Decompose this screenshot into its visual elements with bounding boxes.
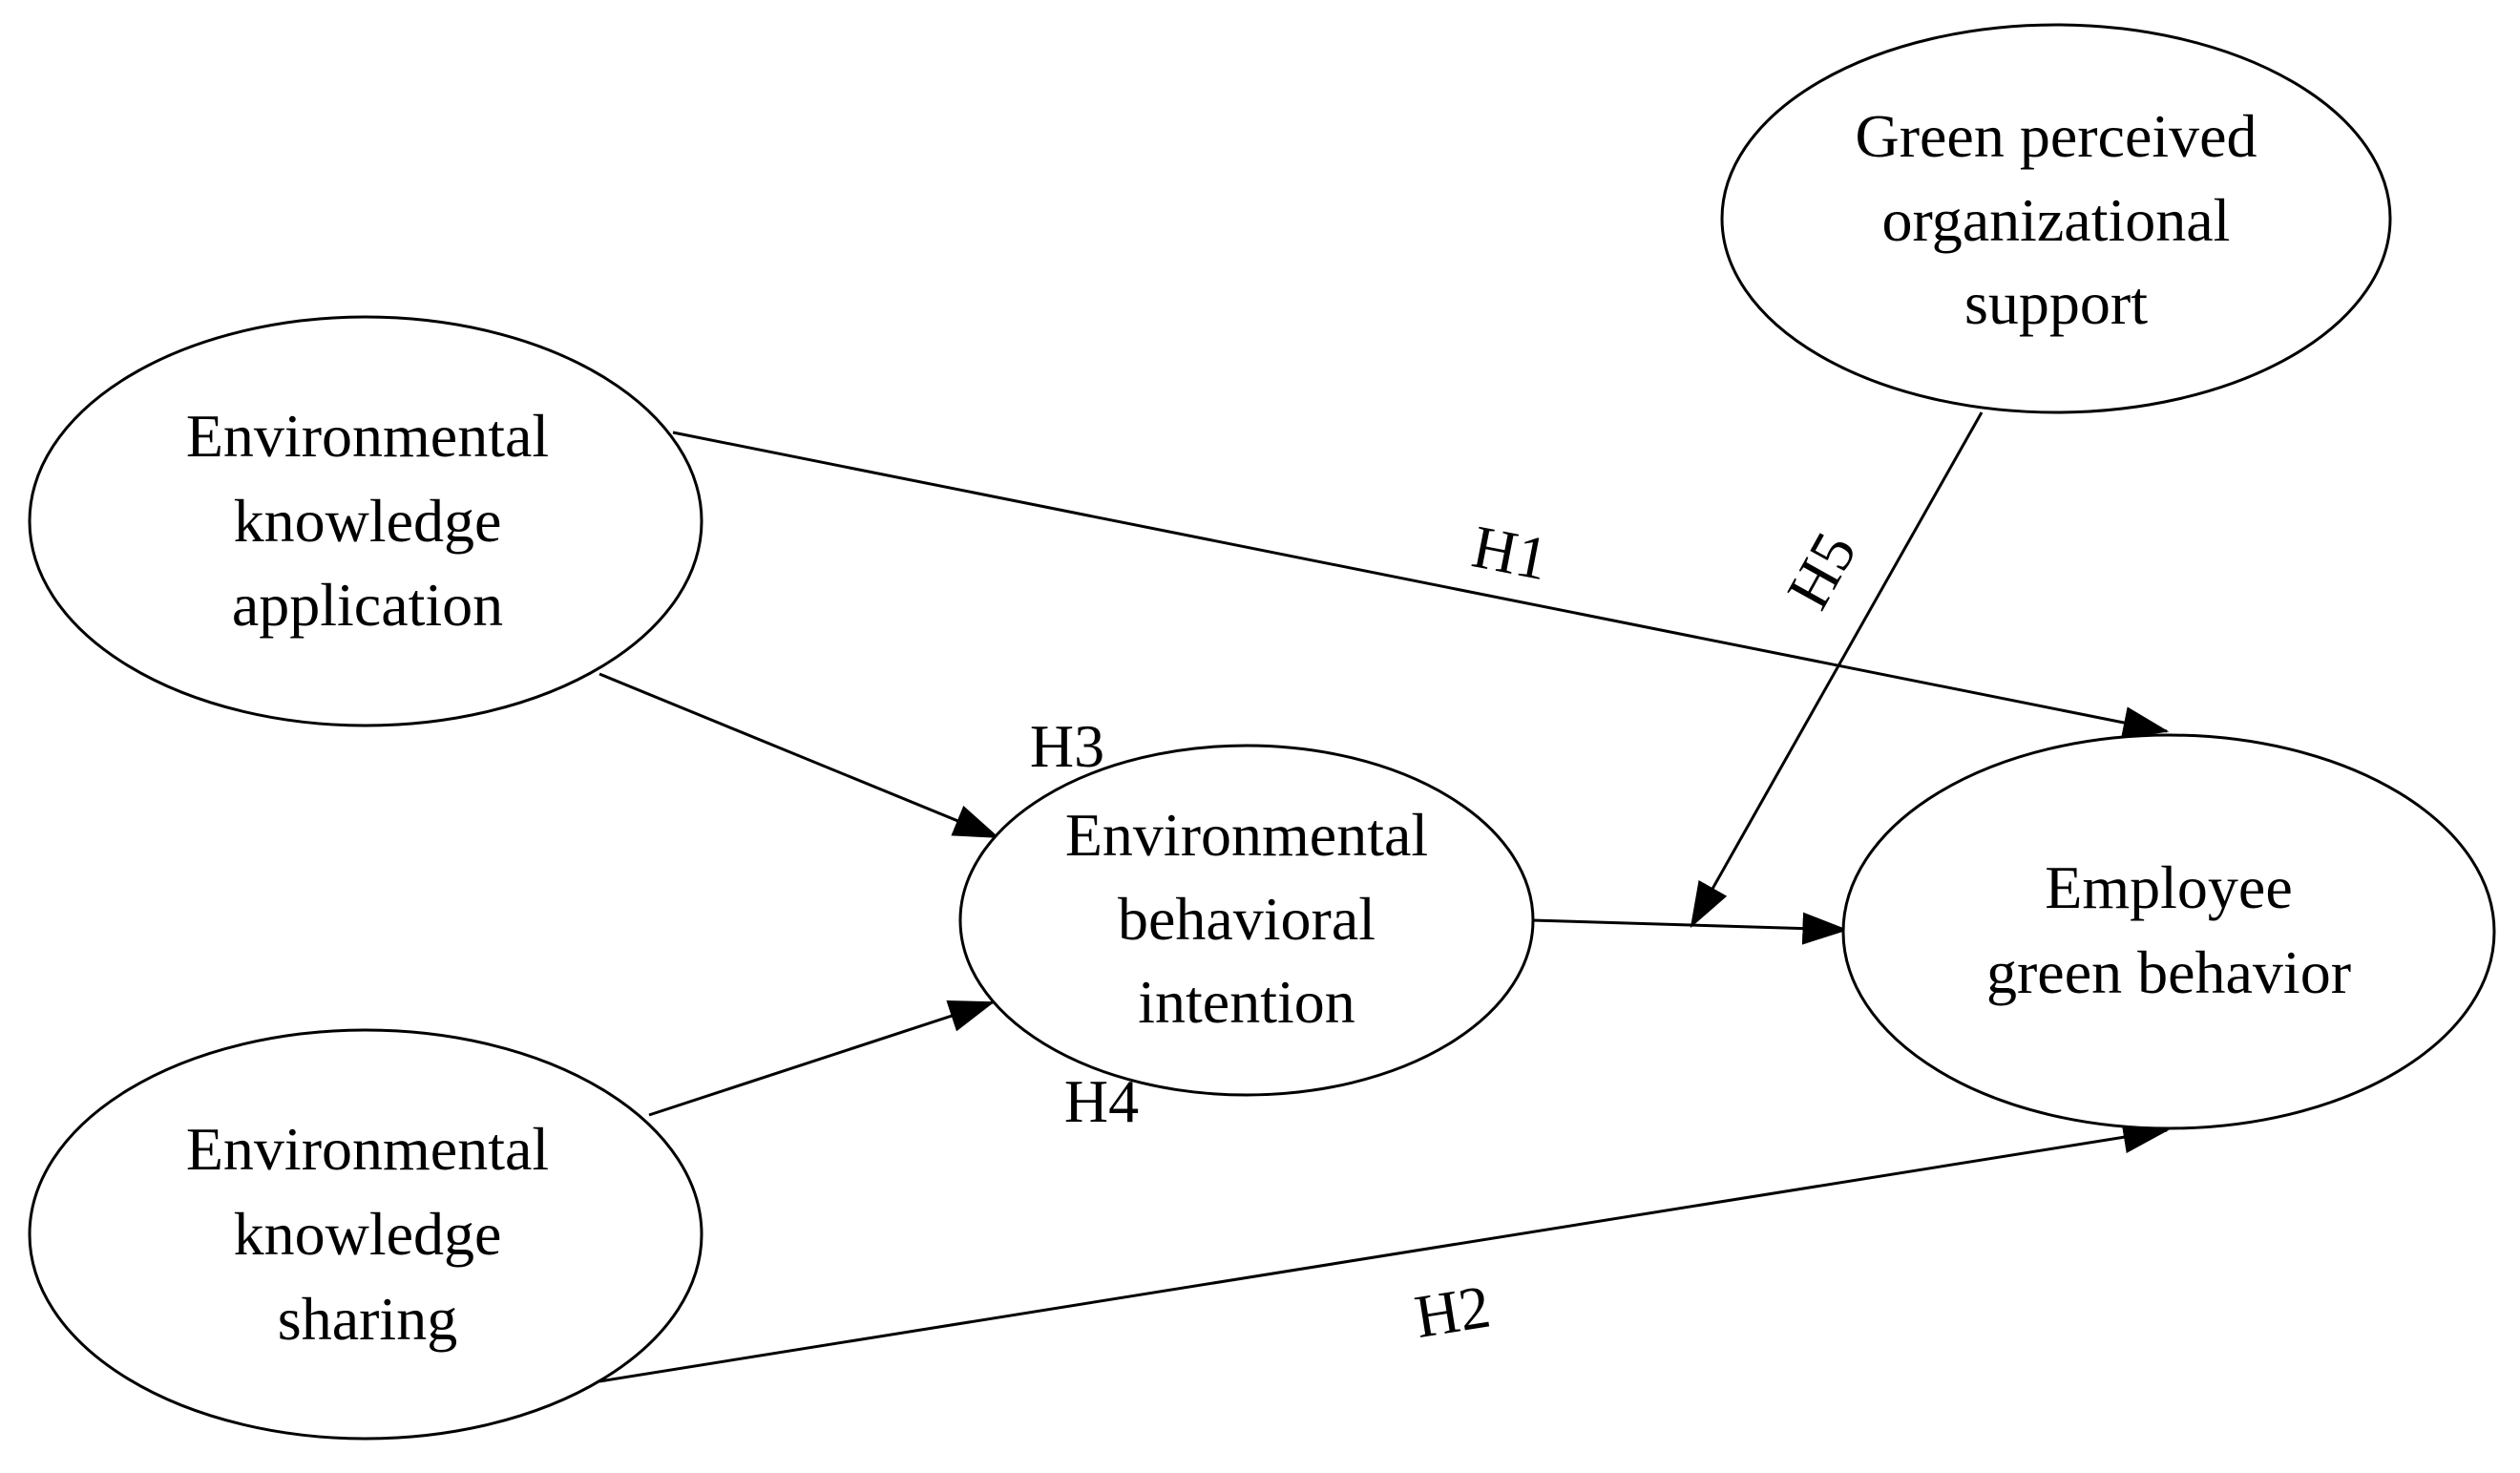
node-label-line: behavioral (1118, 885, 1376, 953)
node-label-line: Green perceived (1855, 102, 2257, 170)
edge-h4 (648, 1000, 996, 1117)
edge-h3 (598, 672, 1000, 839)
node-label-line: knowledge (234, 487, 502, 555)
node-label-line: knowledge (234, 1200, 502, 1268)
node-label-line: organizational (1882, 186, 2231, 254)
edge-h5-moderation (1690, 411, 1984, 929)
label-h3: H3 (1030, 712, 1104, 780)
node-label-line: application (232, 571, 503, 639)
node-environmental-behavioral-intention: Environmental behavioral intention (958, 744, 1535, 1097)
node-label-line: sharing (278, 1285, 457, 1353)
node-environmental-knowledge-sharing: Environmental knowledge sharing (28, 1028, 704, 1441)
edge-h2 (598, 1121, 2170, 1383)
node-label-line: Environmental (186, 402, 549, 470)
node-environmental-knowledge-application: Environmental knowledge application (28, 315, 704, 727)
node-green-perceived-organizational-support: Green perceived organizational support (1720, 23, 2392, 414)
label-h1: H1 (1467, 513, 1553, 594)
node-label-line: support (1964, 269, 2148, 337)
label-h5: H5 (1774, 521, 1869, 620)
edge-h1 (672, 431, 2170, 739)
node-label-line: intention (1138, 968, 1355, 1036)
node-label-line: Employee (2045, 853, 2292, 921)
label-h4: H4 (1064, 1067, 1139, 1135)
edge-intention-to-behavior (1531, 912, 1849, 945)
node-employee-green-behavior: Employee green behavior (1841, 733, 2496, 1130)
label-h2: H2 (1410, 1273, 1494, 1351)
node-label-line: green behavior (1986, 938, 2351, 1006)
node-label-line: Environmental (186, 1115, 549, 1183)
node-label-line: Environmental (1065, 801, 1428, 869)
